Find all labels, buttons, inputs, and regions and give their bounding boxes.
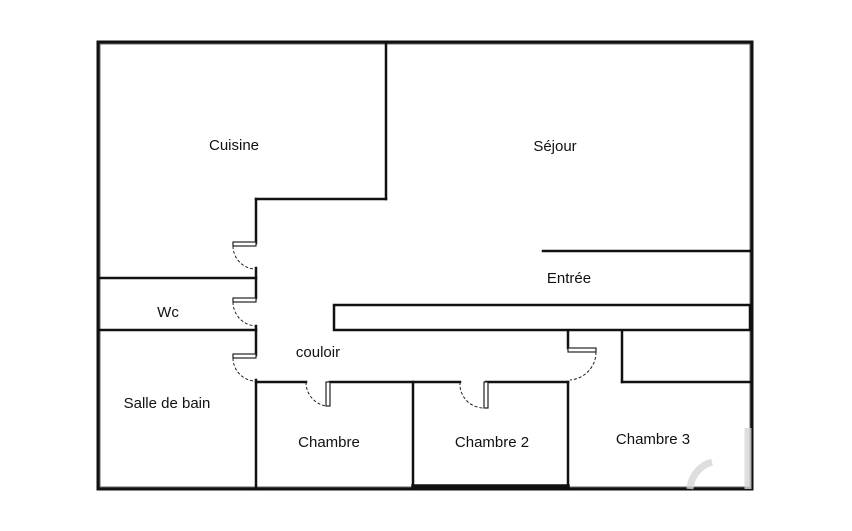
label-chambre: Chambre xyxy=(298,434,360,451)
label-wc: Wc xyxy=(157,304,179,321)
outer-wall-inner-line xyxy=(99,43,751,488)
label-chambre-2: Chambre 2 xyxy=(455,434,529,451)
watermark-fragment xyxy=(686,428,752,490)
door-salle-de-bain xyxy=(232,353,257,382)
door-cuisine xyxy=(232,241,257,270)
outer-wall xyxy=(96,40,754,491)
room-labels: Cuisine Séjour Entrée Wc couloir Salle d… xyxy=(124,137,690,451)
wall-partition-entree xyxy=(332,303,752,332)
outer-walls xyxy=(96,40,754,491)
doors xyxy=(232,241,597,409)
door-chambre-3 xyxy=(567,347,597,381)
label-cuisine: Cuisine xyxy=(209,137,259,154)
label-couloir: couloir xyxy=(296,344,340,361)
label-sejour: Séjour xyxy=(533,138,576,155)
label-chambre-3: Chambre 3 xyxy=(616,431,690,448)
label-salle-de-bain: Salle de bain xyxy=(124,395,211,412)
interior-walls xyxy=(98,42,752,489)
door-wc xyxy=(232,297,257,327)
door-chambre xyxy=(305,381,331,407)
label-entree: Entrée xyxy=(547,270,591,287)
door-chambre-2 xyxy=(459,381,489,409)
